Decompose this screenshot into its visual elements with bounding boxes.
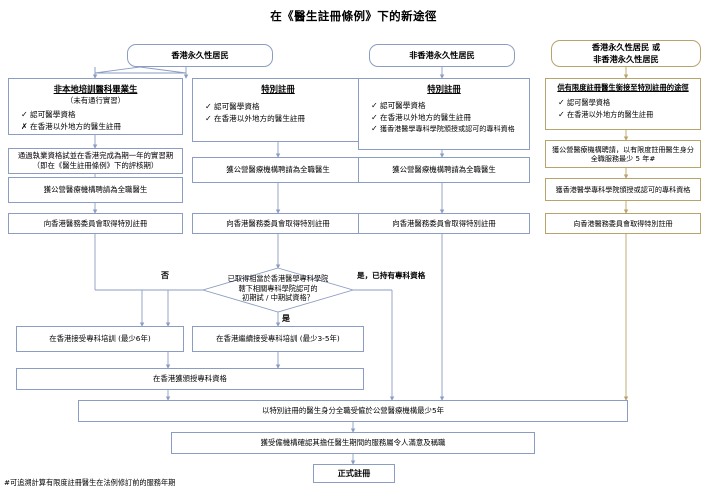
- criteria-subheader-col-1: （未有通行實習）: [65, 96, 126, 105]
- step-label: 獲香港醫學專科學院頒授或認可的專科資格: [555, 184, 691, 194]
- check-icon: ✓: [21, 110, 28, 119]
- check-icon: ✓: [371, 112, 378, 122]
- criteria-box-col-2[interactable]: 特別註冊 ✓認可醫學資格 ✓在香港以外地方的醫生註冊: [192, 78, 364, 142]
- node-hk-permanent-resident-label: 香港永久性居民: [171, 49, 229, 60]
- step-box-col-1-1[interactable]: 獲公營醫療機構聘請為全職醫生: [8, 177, 183, 203]
- criteria-item: ✓在香港以外地方的醫生註冊: [558, 109, 654, 119]
- step-box-col-4-2[interactable]: 向香港醫務委員會取得特別註冊: [545, 213, 701, 234]
- criteria-item: ✓在香港以外地方的醫生註冊: [371, 112, 472, 122]
- decision-line-1: 已取得相當於香港醫學專科學院: [227, 274, 329, 283]
- step-label: 獲公營醫療機構聘請為全職醫生: [392, 165, 496, 175]
- check-icon: ✓: [205, 113, 212, 123]
- final-label: 獲受僱機構確認其擔任醫生期間的服務屬令人滿意及稱職: [260, 438, 446, 448]
- criteria-item: ✗在香港以外地方的醫生註冊: [21, 121, 122, 131]
- decision-branch-yes-specialist-label: 是，已持有專科資格: [356, 270, 427, 281]
- criteria-list-col-2: ✓認可醫學資格 ✓在香港以外地方的醫生註冊: [198, 95, 358, 124]
- final-box-1[interactable]: 獲受僱機構確認其擔任醫生期間的服務屬令人滿意及稱職: [171, 432, 535, 454]
- criteria-header-col-3: 特別註冊: [427, 84, 461, 94]
- check-icon: ✓: [371, 124, 378, 134]
- training-label: 在香港接受專科培訓 (最少6年): [49, 334, 151, 344]
- training-box-award[interactable]: 在香港獲頒授專科資格: [16, 368, 364, 390]
- criteria-list-col-4: ✓認可醫學資格 ✓在香港以外地方的醫生註冊: [551, 93, 695, 120]
- step-label: 向香港醫務委員會取得特別註冊: [43, 218, 148, 228]
- decision-branch-yes-label: 是: [281, 313, 291, 324]
- cross-icon: ✗: [21, 121, 28, 131]
- check-icon: ✓: [371, 101, 378, 110]
- training-box-continue[interactable]: 在香港繼續接受專科培訓 (最少3-5年): [192, 326, 364, 352]
- criteria-box-col-3[interactable]: 特別註冊 ✓認可醫學資格 ✓在香港以外地方的醫生註冊 ✓獲香港醫學專科學院頒授或…: [358, 78, 530, 150]
- step-label: 向香港醫務委員會取得特別註冊: [226, 218, 330, 228]
- step-label: 向香港醫務委員會取得特別註冊: [392, 218, 496, 228]
- training-label: 在香港繼續接受專科培訓 (最少3-5年): [216, 334, 340, 344]
- step-box-col-2-1[interactable]: 向香港醫務委員會取得特別註冊: [192, 213, 364, 234]
- step-label: 通過執業資格試並在香港完成為期一年的實習期 （即在《醫生註冊條例》下的評核期）: [17, 151, 174, 170]
- step-box-col-1-2[interactable]: 向香港醫務委員會取得特別註冊: [8, 213, 183, 234]
- criteria-item: ✓認可醫學資格: [558, 98, 611, 107]
- node-hk-or-non-hk-resident-line2: 非香港永久性居民: [593, 53, 659, 64]
- page-title: 在《醫生註冊條例》下的新途徑: [270, 9, 437, 23]
- criteria-item: ✓認可醫學資格: [371, 101, 426, 110]
- step-box-col-2-0[interactable]: 獲公營醫療機構聘請為全職醫生: [192, 157, 364, 183]
- final-label: 以特別註冊的醫生身分全職受僱於公營醫療機構最少5年: [261, 406, 445, 416]
- criteria-item: ✓獲香港醫學專科學院頒授或認可的專科資格: [371, 124, 515, 134]
- step-box-col-4-0[interactable]: 獲公營醫療機構聘請，以有限度註冊醫生身分 全職服務最少 5 年#: [545, 140, 701, 168]
- criteria-header-col-2: 特別註冊: [261, 84, 295, 94]
- node-hk-or-non-hk-resident[interactable]: 香港永久性居民 或 非香港永久性居民: [551, 40, 701, 67]
- step-label: 獲公營醫療機構聘請，以有限度註冊醫生身分 全職服務最少 5 年#: [552, 144, 694, 163]
- node-hk-or-non-hk-resident-line1: 香港永久性居民 或: [591, 42, 661, 53]
- step-box-col-4-1[interactable]: 獲香港醫學專科學院頒授或認可的專科資格: [545, 178, 701, 201]
- step-label: 獲公營醫療機構聘請為全職醫生: [43, 185, 148, 195]
- final-box-registration[interactable]: 正式註冊: [313, 464, 395, 483]
- decision-line-3: 初期試 / 中期試資格？: [242, 293, 314, 302]
- criteria-box-col-1[interactable]: 非本地培訓醫科畢業生 （未有通行實習） ✓認可醫學資格 ✗在香港以外地方的醫生註…: [8, 78, 183, 135]
- training-box-full[interactable]: 在香港接受專科培訓 (最少6年): [16, 326, 184, 352]
- final-box-0[interactable]: 以特別註冊的醫生身分全職受僱於公營醫療機構最少5年: [78, 400, 628, 422]
- criteria-header-col-4: 供有限度註冊醫生銜接至特別註冊的途徑: [557, 83, 689, 92]
- check-icon: ✓: [558, 98, 565, 107]
- training-label: 在香港獲頒授專科資格: [153, 374, 227, 384]
- step-box-col-3-1[interactable]: 向香港醫務委員會取得特別註冊: [358, 213, 530, 234]
- criteria-list-col-1: ✓認可醫學資格 ✗在香港以外地方的醫生註冊: [14, 106, 177, 132]
- check-icon: ✓: [558, 109, 565, 119]
- step-label: 向香港醫務委員會取得特別註冊: [573, 218, 673, 228]
- criteria-item: ✓在香港以外地方的醫生註冊: [205, 113, 306, 123]
- node-non-hk-permanent-resident-label: 非香港永久性居民: [409, 49, 475, 60]
- decision-branch-no-label: 否: [160, 270, 170, 281]
- decision-text: 已取得相當於香港醫學專科學院 轄下相關專科學院認可的 初期試 / 中期試資格？: [203, 274, 353, 303]
- node-non-hk-permanent-resident[interactable]: 非香港永久性居民: [369, 44, 515, 67]
- criteria-item: ✓認可醫學資格: [205, 102, 260, 111]
- step-box-col-3-0[interactable]: 獲公營醫療機構聘請為全職醫生: [358, 157, 530, 183]
- criteria-list-col-3: ✓認可醫學資格 ✓在香港以外地方的醫生註冊 ✓獲香港醫學專科學院頒授或認可的專科…: [364, 95, 524, 135]
- criteria-header-col-1: 非本地培訓醫科畢業生: [53, 84, 138, 94]
- decision-line-2: 轄下相關專科學院認可的: [238, 283, 318, 293]
- step-box-col-1-0[interactable]: 通過執業資格試並在香港完成為期一年的實習期 （即在《醫生註冊條例》下的評核期）: [8, 148, 183, 174]
- final-label: 正式註冊: [337, 467, 371, 478]
- node-hk-permanent-resident[interactable]: 香港永久性居民: [127, 44, 273, 67]
- criteria-box-col-4[interactable]: 供有限度註冊醫生銜接至特別註冊的途徑 ✓認可醫學資格 ✓在香港以外地方的醫生註冊: [545, 78, 701, 130]
- step-label: 獲公營醫療機構聘請為全職醫生: [226, 165, 330, 175]
- criteria-item: ✓認可醫學資格: [21, 110, 76, 119]
- check-icon: ✓: [205, 102, 212, 111]
- footnote: #可追溯計算有限度註冊醫生在法例修訂前的服務年期: [4, 478, 176, 487]
